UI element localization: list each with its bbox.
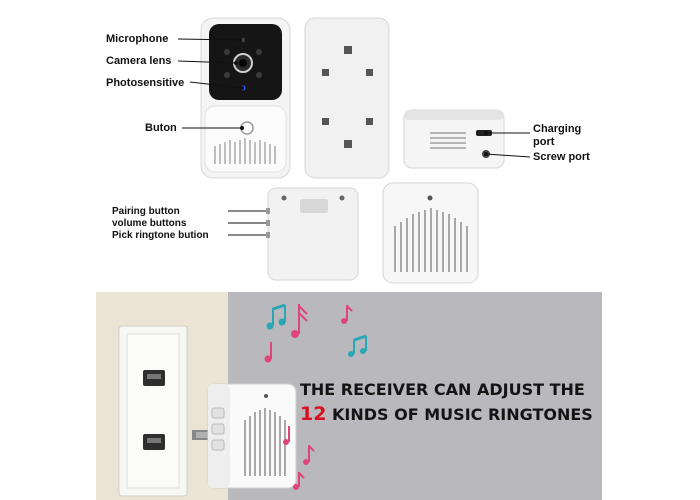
volume-buttons — [266, 220, 270, 226]
callout-lines — [177, 38, 531, 236]
headline-line1: THE RECEIVER CAN ADJUST THE — [300, 380, 585, 399]
receiver-banner: THE RECEIVER CAN ADJUST THE 12 KINDS OF … — [96, 292, 602, 500]
label-volume-buttons: volume buttons — [112, 218, 187, 229]
product-illustration — [177, 17, 531, 284]
microphone-hole — [241, 38, 245, 42]
label-charging-port-line1: Charging — [533, 123, 582, 135]
music-note-icon — [283, 426, 315, 490]
receiver-front — [382, 182, 479, 284]
music-note-icon — [348, 334, 367, 357]
label-pick-ringtone-button: Pick ringtone bution — [112, 230, 209, 241]
label-charging-port-line2: port — [533, 136, 555, 148]
label-camera-lens: Camera lens — [106, 55, 172, 67]
wall-outlet — [118, 325, 188, 497]
label-photosensitive: Photosensitive — [106, 77, 185, 89]
music-note-icon — [341, 305, 353, 324]
headline-line2-text: KINDS OF MUSIC RINGTONES — [332, 405, 593, 424]
headline-line2: 12 KINDS OF MUSIC RINGTONES — [300, 403, 593, 425]
label-screw-port: Screw port — [533, 151, 590, 163]
doorbell-front — [200, 17, 291, 179]
doorbell-side — [403, 109, 505, 169]
plugged-receiver — [192, 383, 297, 489]
music-note-icon — [264, 342, 272, 363]
doorbell-back — [304, 17, 390, 179]
music-note-icon — [291, 304, 308, 338]
headline-number: 12 — [300, 403, 327, 425]
banner-illustration — [118, 303, 367, 497]
receiver-side — [266, 187, 359, 281]
label-pairing-button: Pairing button — [112, 206, 180, 217]
music-note-icon — [266, 303, 286, 330]
ringtone-button — [266, 232, 270, 238]
label-microphone: Microphone — [106, 33, 169, 45]
pairing-button — [266, 208, 270, 214]
label-button: Buton — [145, 122, 177, 134]
